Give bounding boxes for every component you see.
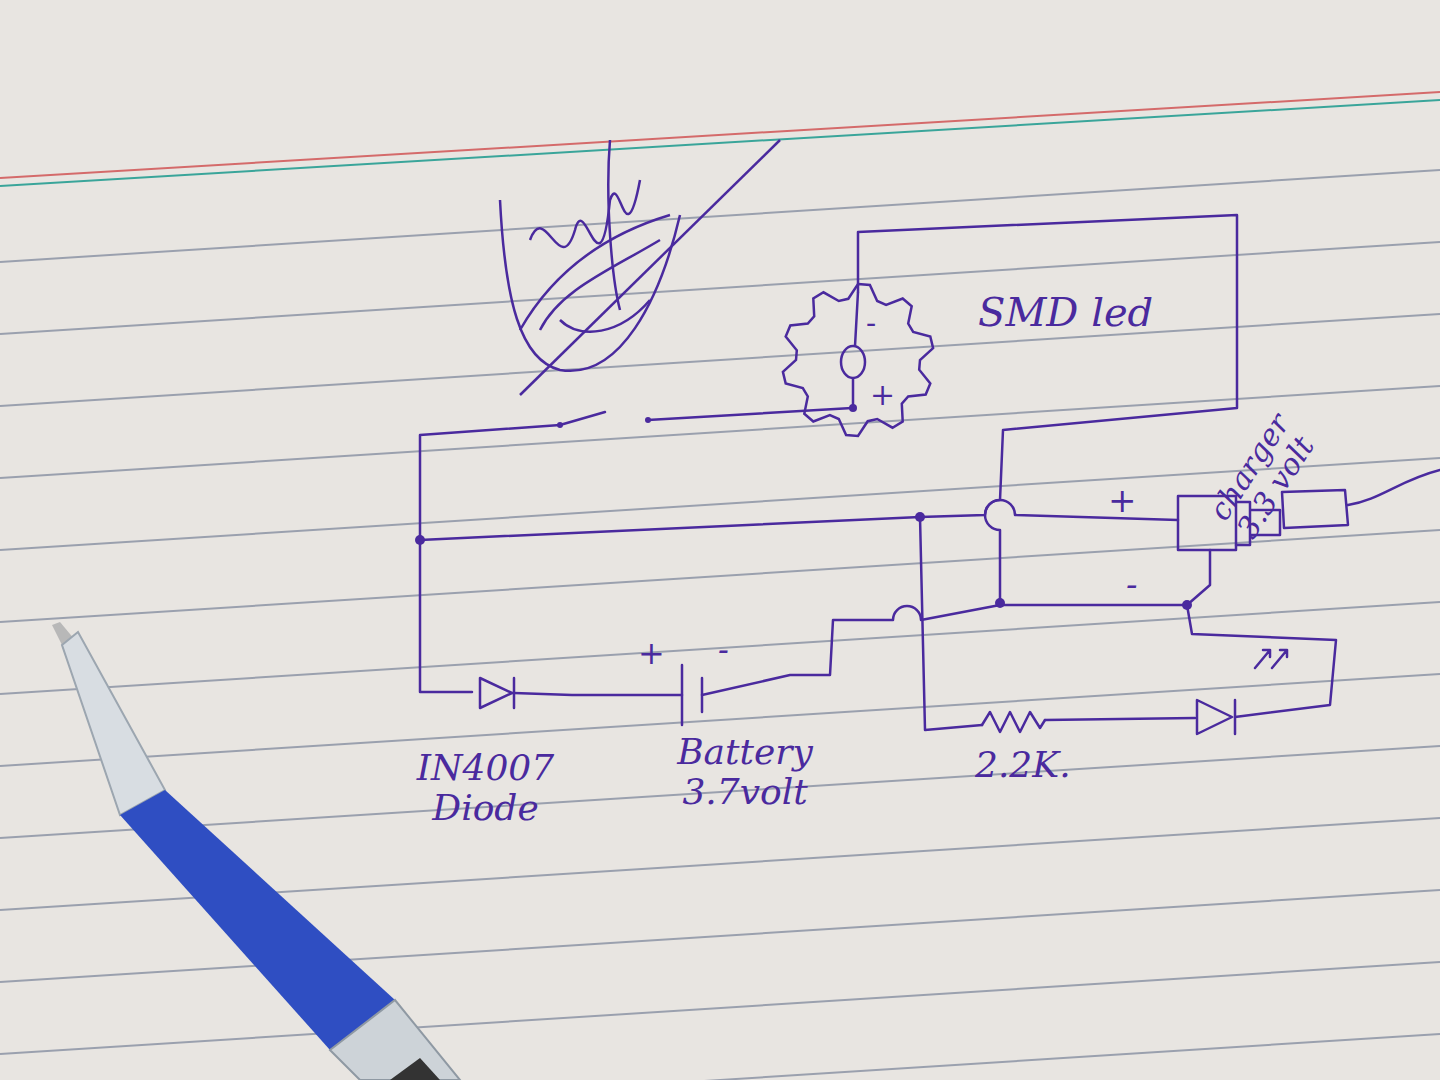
led-symbol bbox=[1197, 700, 1235, 734]
component-label: 2.2K. bbox=[975, 745, 1071, 785]
component-label: IN4007 Diode bbox=[398, 748, 573, 827]
junction-dots bbox=[415, 417, 1192, 610]
polarity-mark: + bbox=[870, 380, 895, 410]
pen-illustration bbox=[52, 622, 460, 1080]
wire bbox=[1045, 718, 1195, 720]
wire bbox=[702, 550, 1210, 695]
led-star-outline bbox=[778, 280, 938, 440]
wire bbox=[1187, 605, 1336, 717]
margin-line bbox=[0, 100, 1440, 186]
margin-line bbox=[0, 92, 1440, 178]
wire bbox=[420, 425, 560, 540]
wire bbox=[920, 517, 982, 730]
wire bbox=[420, 500, 1178, 540]
smd-led-star: -+ bbox=[778, 280, 938, 440]
diode-symbol bbox=[480, 678, 514, 708]
polarity-mark: + bbox=[1108, 482, 1137, 519]
polarity-mark: - bbox=[718, 632, 729, 667]
component-label: Battery 3.7volt bbox=[645, 732, 845, 811]
wire bbox=[858, 215, 1237, 603]
wire bbox=[420, 540, 472, 692]
component-label: SMD led bbox=[978, 290, 1153, 334]
polarity-mark: - bbox=[1126, 566, 1138, 603]
component-label: charger 3.3 volt bbox=[1203, 395, 1332, 544]
resistor-symbol bbox=[982, 712, 1045, 732]
battery-symbol bbox=[682, 665, 702, 725]
polarity-mark: + bbox=[638, 636, 665, 671]
switch-symbol bbox=[560, 412, 605, 425]
signature-scribble bbox=[500, 140, 780, 395]
polarity-mark: - bbox=[866, 308, 876, 338]
light-arrows bbox=[1255, 650, 1287, 668]
wire bbox=[514, 693, 682, 695]
ruled-lines bbox=[0, 170, 1440, 1080]
